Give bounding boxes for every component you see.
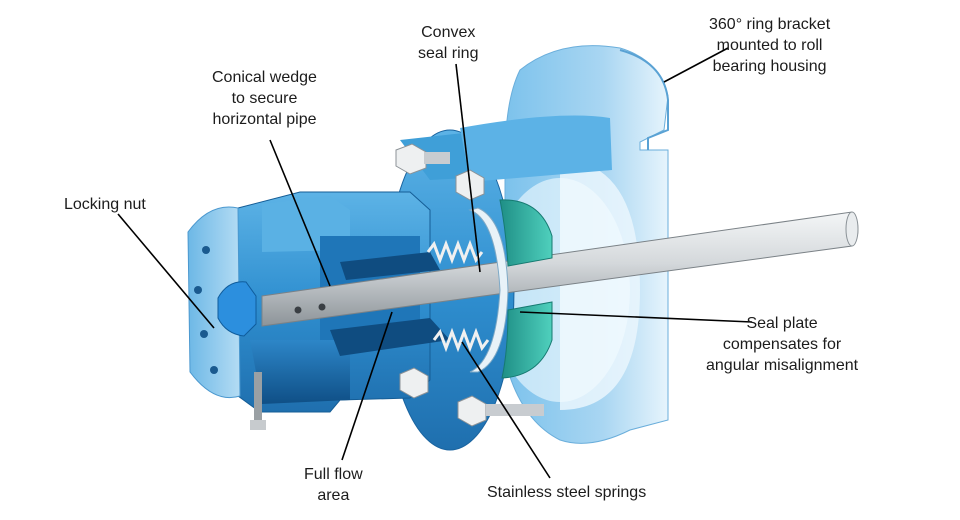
label-seal-plate: Seal plate compensates for angular misal… bbox=[706, 315, 859, 374]
springs bbox=[426, 239, 490, 353]
seal-assembly bbox=[468, 199, 553, 379]
label-full-flow-area: Full flow area bbox=[304, 466, 363, 504]
label-locking-nut: Locking nut bbox=[64, 196, 146, 213]
full-flow-area bbox=[330, 252, 450, 356]
end-cap bbox=[187, 206, 241, 398]
label-conical-wedge: Conical wedge to secure horizontal pipe bbox=[212, 69, 317, 128]
locking-nut bbox=[217, 281, 266, 430]
label-ring-bracket: 360° ring bracket mounted to roll bearin… bbox=[709, 16, 831, 75]
label-stainless-springs: Stainless steel springs bbox=[487, 484, 647, 501]
horizontal-pipe bbox=[261, 211, 859, 327]
leader-lines bbox=[117, 47, 753, 479]
label-convex-seal-ring: Convex seal ring bbox=[418, 24, 479, 62]
